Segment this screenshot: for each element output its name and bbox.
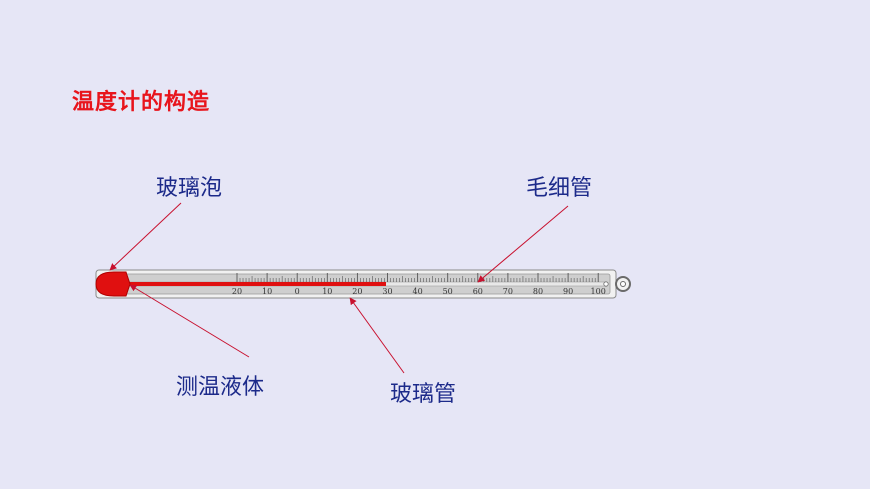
label-capillary: 毛细管 xyxy=(526,176,593,201)
label-bulb: 玻璃泡 xyxy=(156,176,223,201)
bulb xyxy=(95,271,131,297)
tick-label: 20 xyxy=(232,287,242,296)
arrow-bulb xyxy=(109,202,182,271)
capillary-end xyxy=(603,281,609,287)
arrow-capillary xyxy=(477,205,569,283)
liquid-column xyxy=(118,282,386,286)
tick-label: 10 xyxy=(322,287,332,296)
arrow-liquid xyxy=(129,284,250,358)
tick-label: 0 xyxy=(295,287,300,296)
tick-label: 60 xyxy=(473,287,483,296)
tick-label: 80 xyxy=(533,287,543,296)
arrow-glass-tube xyxy=(349,297,405,374)
tick-label: 40 xyxy=(413,287,423,296)
end-ring-hole xyxy=(620,281,626,287)
tick-label: 10 xyxy=(262,287,272,296)
tick-label: 70 xyxy=(503,287,513,296)
tick-label: 20 xyxy=(352,287,362,296)
tick-label: 90 xyxy=(563,287,573,296)
page-title: 温度计的构造 xyxy=(72,90,211,115)
tick-label: 30 xyxy=(382,287,392,296)
label-glass-tube: 玻璃管 xyxy=(390,382,457,407)
label-liquid: 测温液体 xyxy=(176,375,265,400)
tick-label: 50 xyxy=(443,287,453,296)
tick-label: 100 xyxy=(591,287,606,296)
scale-ticks xyxy=(236,273,599,282)
